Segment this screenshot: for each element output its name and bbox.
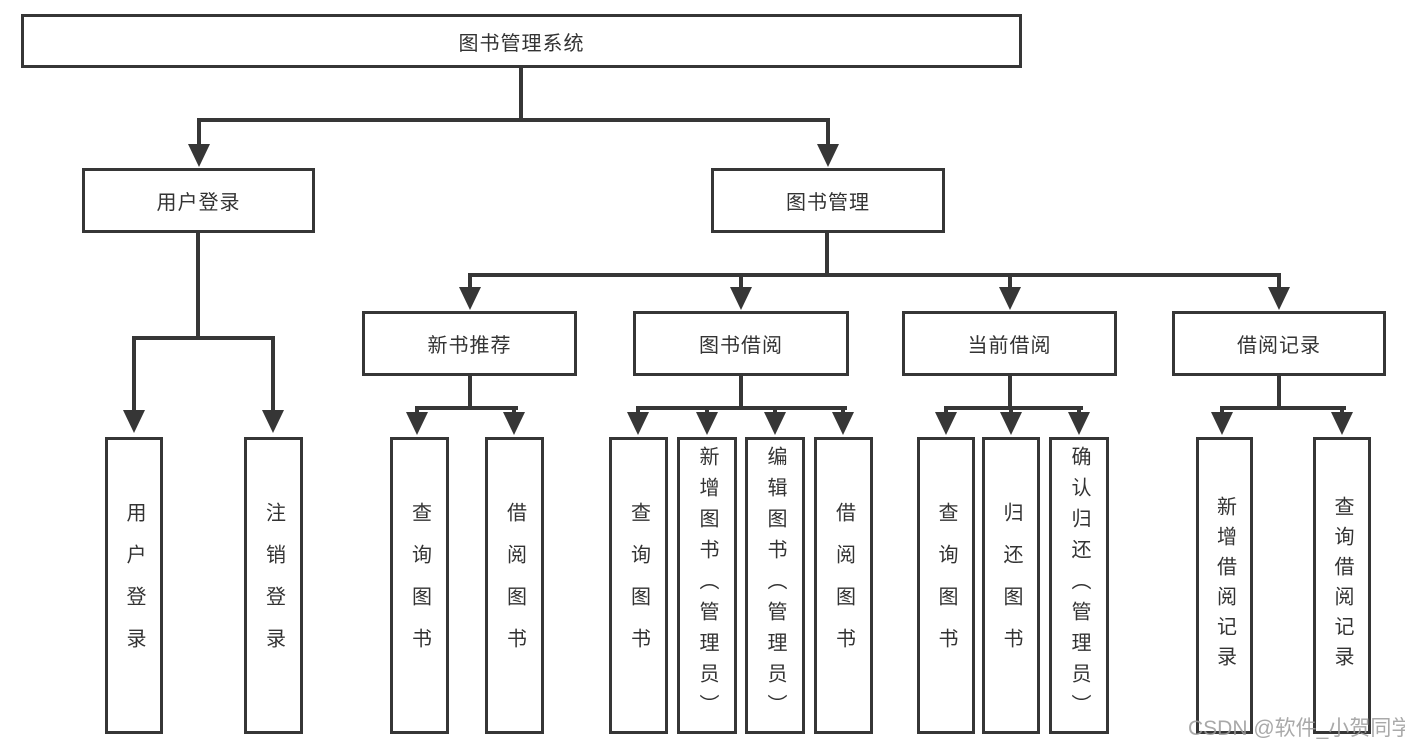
node-current-borrow: 当前借阅 [902, 311, 1117, 376]
arrow-down-icon [459, 287, 481, 310]
connector-g4-a3-stem [1077, 406, 1081, 416]
leaf-user-login: 用户登录 [105, 437, 163, 734]
connector-root-stem [519, 68, 523, 122]
arrow-down-icon [123, 410, 145, 433]
connector-g4-bar [944, 406, 1083, 410]
node-book-management: 图书管理 [711, 168, 945, 233]
connector-g5-stem [1277, 376, 1281, 410]
arrow-down-icon [935, 412, 957, 435]
connector-g4-a2-stem [1009, 406, 1013, 416]
leaf-return-books-label: 归还图书 [1000, 501, 1022, 670]
leaf-logout-label: 注销登录 [262, 501, 285, 670]
connector-g5-a2-stem [1340, 406, 1344, 416]
connector-g1-a1-stem [132, 336, 136, 414]
arrow-down-icon [1000, 412, 1022, 435]
leaf-add-borrow-record-label: 新增借阅记录 [1213, 495, 1236, 676]
leaf-user-login-label: 用户登录 [123, 501, 145, 670]
connector-l3-a2-stem [739, 273, 743, 291]
connector-l3-a4-stem [1277, 273, 1281, 291]
leaf-query-books-2-label: 查询图书 [627, 501, 650, 670]
arrow-down-icon [817, 144, 839, 167]
leaf-return-books: 归还图书 [982, 437, 1040, 734]
connector-l2-bar [197, 118, 830, 122]
node-book-borrow: 图书借阅 [633, 311, 849, 376]
connector-userlogin-stem [196, 233, 200, 340]
arrow-down-icon [188, 144, 210, 167]
connector-g3-a1-stem [636, 406, 640, 416]
leaf-add-books-admin-label: 新增图书（管理员） [696, 446, 718, 725]
connector-g5-a1-stem [1220, 406, 1224, 416]
leaf-query-books-1: 查询图书 [390, 437, 449, 734]
arrow-down-icon [503, 412, 525, 435]
node-user-login: 用户登录 [82, 168, 315, 233]
connector-g4-a1-stem [944, 406, 948, 416]
node-user-login-label: 用户登录 [156, 192, 241, 214]
leaf-borrow-books-1-label: 借阅图书 [503, 501, 526, 670]
node-current-borrow-label: 当前借阅 [967, 335, 1052, 357]
arrow-down-icon [262, 410, 284, 433]
connector-g3-bar [636, 406, 847, 410]
leaf-add-books-admin: 新增图书（管理员） [677, 437, 737, 734]
arrow-down-icon [406, 412, 428, 435]
connector-l3-a1-stem [468, 273, 472, 291]
leaf-confirm-return-admin-label: 确认归还（管理员） [1068, 446, 1090, 725]
arrow-down-icon [627, 412, 649, 435]
arrow-down-icon [696, 412, 718, 435]
arrow-down-icon [730, 287, 752, 310]
leaf-borrow-books-2: 借阅图书 [814, 437, 873, 734]
node-new-book-recommend-label: 新书推荐 [427, 335, 512, 357]
leaf-query-books-2: 查询图书 [609, 437, 668, 734]
leaf-query-borrow-record: 查询借阅记录 [1313, 437, 1371, 734]
leaf-query-books-3: 查询图书 [917, 437, 975, 734]
node-borrow-record: 借阅记录 [1172, 311, 1386, 376]
arrow-down-icon [1268, 287, 1290, 310]
connector-g2-a2-stem [512, 406, 516, 416]
connector-bookmgmt-stem [825, 233, 829, 277]
leaf-borrow-books-1: 借阅图书 [485, 437, 544, 734]
arrow-down-icon [832, 412, 854, 435]
connector-g2-bar [415, 406, 518, 410]
leaf-query-books-1-label: 查询图书 [408, 501, 431, 670]
node-root: 图书管理系统 [21, 14, 1022, 68]
leaf-edit-books-admin-label: 编辑图书（管理员） [764, 446, 786, 725]
arrow-down-icon [1331, 412, 1353, 435]
arrow-down-icon [999, 287, 1021, 310]
leaf-query-books-3-label: 查询图书 [935, 501, 957, 670]
connector-g3-a3-stem [773, 406, 777, 416]
node-book-management-label: 图书管理 [786, 192, 870, 214]
connector-g4-stem [1008, 376, 1012, 410]
node-borrow-record-label: 借阅记录 [1237, 335, 1321, 357]
connector-l3-a3-stem [1008, 273, 1012, 291]
connector-g3-a4-stem [841, 406, 845, 416]
connector-g2-stem [468, 376, 472, 410]
connector-g3-a2-stem [705, 406, 709, 416]
arrow-down-icon [1068, 412, 1090, 435]
connector-arrow-book-mgmt-stem [826, 118, 830, 148]
connector-g5-bar [1220, 406, 1346, 410]
connector-g1-bar [132, 336, 275, 340]
arrow-down-icon [764, 412, 786, 435]
csdn-watermark: CSDN @软件_小贺同学 [1188, 717, 1405, 740]
node-new-book-recommend: 新书推荐 [362, 311, 577, 376]
leaf-confirm-return-admin: 确认归还（管理员） [1049, 437, 1109, 734]
leaf-edit-books-admin: 编辑图书（管理员） [745, 437, 805, 734]
arrow-down-icon [1211, 412, 1233, 435]
connector-g1-a2-stem [271, 336, 275, 414]
leaf-query-borrow-record-label: 查询借阅记录 [1331, 495, 1353, 676]
leaf-logout: 注销登录 [244, 437, 303, 734]
leaf-add-borrow-record: 新增借阅记录 [1196, 437, 1253, 734]
connector-g2-a1-stem [415, 406, 419, 416]
node-root-label: 图书管理系统 [458, 32, 585, 55]
connector-arrow-user-login-stem [197, 118, 201, 148]
node-book-borrow-label: 图书借阅 [699, 335, 783, 357]
connector-g3-stem [739, 376, 743, 410]
leaf-borrow-books-2-label: 借阅图书 [832, 501, 855, 670]
connector-l3-bar [468, 273, 1281, 277]
